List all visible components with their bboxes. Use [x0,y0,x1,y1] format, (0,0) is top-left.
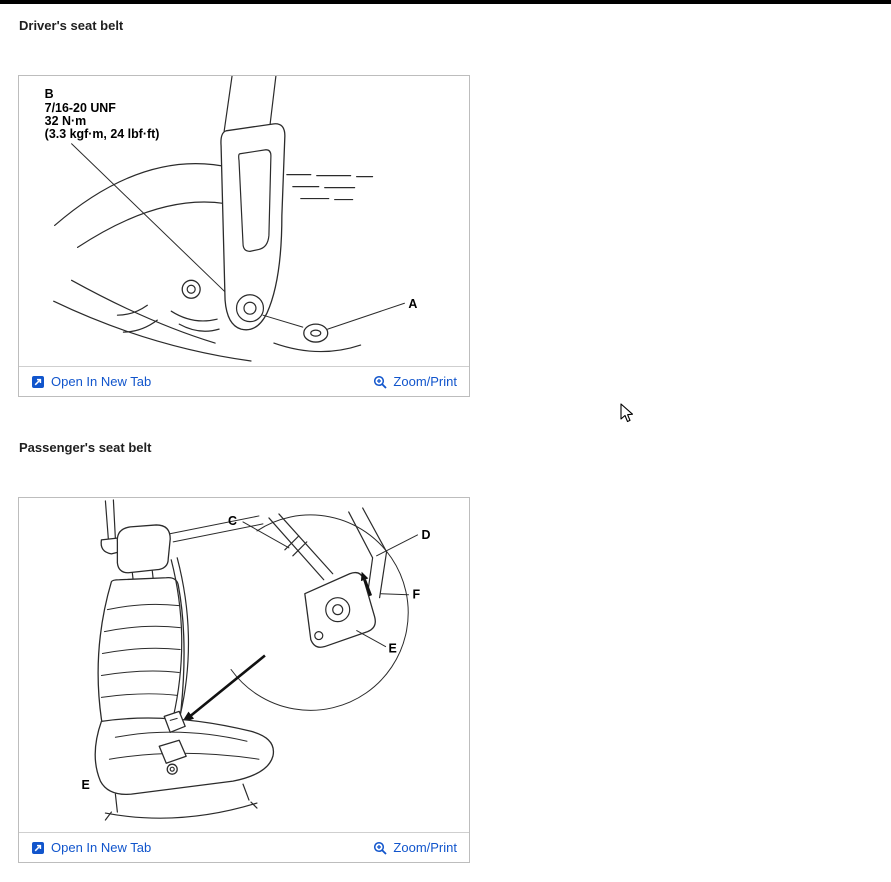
open-in-new-icon [32,841,44,854]
part-label-d: D [421,528,430,542]
top-bar [0,0,891,4]
leader-line-b [71,143,244,310]
driver-seatbelt-heading: Driver's seat belt [19,18,124,33]
passenger-seatbelt-figure-body: C D F E E [19,498,469,832]
passenger-seatbelt-figure-card: C D F E E Open In New Tab Zoom/Print [18,497,470,863]
thread-spec-label: 7/16-20 UNF [45,101,117,115]
zoom-print-label: Zoom/Print [393,374,457,389]
pointer-arrow-to-buckle [181,654,266,724]
body-panel-lines [53,163,374,362]
zoom-print-link[interactable]: Zoom/Print [373,840,457,855]
driver-seatbelt-figure-body: B 7/16-20 UNF 32 N·m (3.3 kgf·m, 24 lbf·… [19,76,469,366]
anchor-bolt [170,279,304,332]
torque-metric-label: 32 N·m [45,114,86,128]
open-in-new-icon [32,375,44,388]
part-label-f: F [412,588,420,602]
open-in-new-tab-link[interactable]: Open In New Tab [31,840,151,855]
belt-anchor-plate [220,123,286,331]
driver-seatbelt-diagram: B 7/16-20 UNF 32 N·m (3.3 kgf·m, 24 lbf·… [45,76,417,362]
zoom-in-icon [374,841,388,855]
passenger-figure-toolbar: Open In New Tab Zoom/Print [19,832,469,862]
part-label-e-upper: E [389,642,397,656]
direction-arrow-f [360,571,373,597]
detail-circle [230,514,409,711]
zoom-in-icon [374,375,388,389]
pillar-and-belt-lines [168,507,388,599]
part-label-e-lower: E [81,778,89,792]
retractor-assembly [304,571,376,648]
part-label-b: B [45,87,54,101]
seat-belt-strap [223,76,277,133]
seat-drawing [94,499,275,821]
open-in-new-tab-link[interactable]: Open In New Tab [31,374,151,389]
part-label-c: C [228,514,237,528]
bolt-cap [303,323,329,343]
passenger-seatbelt-diagram: C D F E E [81,499,430,821]
torque-imperial-label: (3.3 kgf·m, 24 lbf·ft) [45,127,160,141]
zoom-print-link[interactable]: Zoom/Print [373,374,457,389]
driver-figure-toolbar: Open In New Tab Zoom/Print [19,366,469,396]
open-in-new-tab-label: Open In New Tab [51,374,152,389]
leader-line-a [327,302,405,330]
part-label-a: A [408,297,417,311]
mouse-cursor [620,403,634,423]
zoom-print-label: Zoom/Print [393,840,457,855]
driver-seatbelt-figure-card: B 7/16-20 UNF 32 N·m (3.3 kgf·m, 24 lbf·… [18,75,470,397]
passenger-seatbelt-heading: Passenger's seat belt [19,440,152,455]
open-in-new-tab-label: Open In New Tab [51,840,152,855]
